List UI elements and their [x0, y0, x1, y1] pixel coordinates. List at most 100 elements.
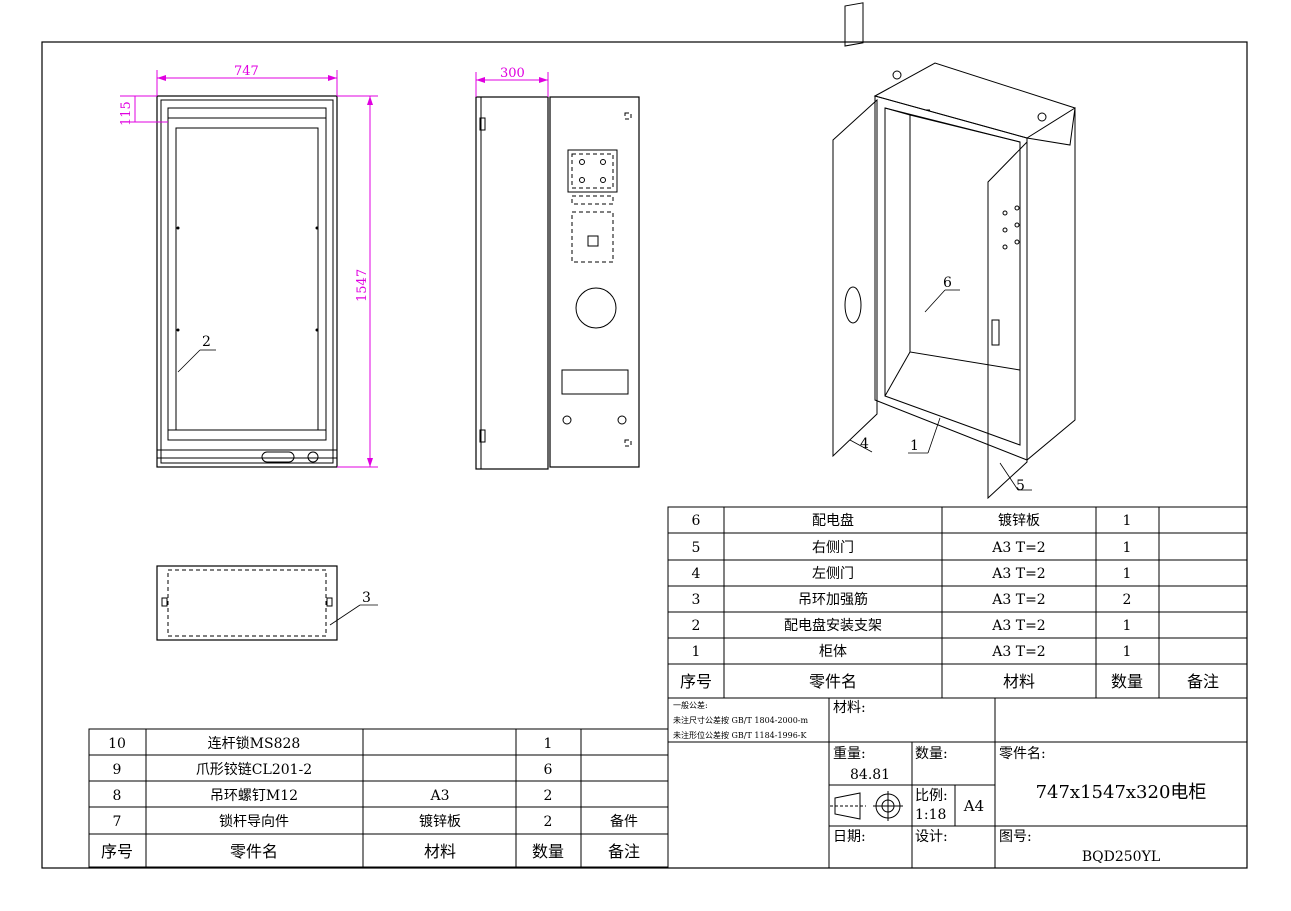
- svg-text:吊环螺钉M12: 吊环螺钉M12: [210, 788, 298, 804]
- dim-height-label: 1547: [355, 269, 370, 302]
- svg-text:6: 6: [692, 513, 701, 529]
- callout-5: 5: [1016, 478, 1025, 494]
- svg-text:镀锌板: 镀锌板: [419, 813, 461, 830]
- svg-text:备件: 备件: [610, 813, 638, 830]
- svg-text:左侧门: 左侧门: [812, 566, 854, 582]
- svg-text:序号: 序号: [680, 672, 712, 691]
- tolerance-line1: 未注尺寸公差按 GB/T 1804-2000-m: [673, 715, 809, 725]
- parts-lower-row: 8 吊环螺钉M12 A3 2: [113, 788, 553, 804]
- callout-3: 3: [362, 590, 371, 606]
- callout-1: 1: [910, 438, 919, 454]
- material-label: 材料:: [833, 700, 866, 716]
- parts-lower-row: 10 连杆锁MS828 1: [108, 736, 552, 752]
- parts-upper-row: 6 配电盘 镀锌板 1: [692, 512, 1132, 529]
- svg-text:A3 T=2: A3 T=2: [991, 618, 1045, 634]
- svg-text:8: 8: [113, 788, 122, 804]
- tolerance-title: 一般公差:: [673, 700, 708, 710]
- svg-text:6: 6: [544, 762, 553, 778]
- paper-size: A4: [963, 797, 984, 815]
- parts-upper-header: 序号 零件名 材料 数量 备注: [680, 672, 1219, 691]
- dim-top: [120, 95, 168, 123]
- svg-text:备注: 备注: [608, 842, 640, 861]
- dim-depth: [475, 72, 549, 97]
- svg-text:数量: 数量: [1111, 672, 1143, 691]
- svg-text:9: 9: [113, 762, 122, 778]
- svg-text:材料: 材料: [424, 842, 456, 861]
- svg-text:2: 2: [692, 618, 701, 634]
- svg-text:1: 1: [692, 644, 701, 660]
- svg-text:1: 1: [1123, 644, 1132, 660]
- svg-text:A3 T=2: A3 T=2: [991, 566, 1045, 582]
- dim-top-label: 115: [119, 101, 134, 126]
- top-view: [156, 565, 378, 641]
- svg-text:序号: 序号: [101, 842, 133, 861]
- parts-lower-row: 7 锁杆导向件 镀锌板 2 备件: [113, 813, 638, 830]
- svg-text:2: 2: [544, 814, 553, 830]
- svg-text:A3 T=2: A3 T=2: [991, 644, 1045, 660]
- svg-text:镀锌板: 镀锌板: [998, 512, 1040, 529]
- dim-depth-label: 300: [500, 66, 525, 81]
- drawing-no-label: 图号:: [999, 829, 1032, 845]
- title-block: [667, 697, 1248, 869]
- projection-symbol: [830, 791, 903, 821]
- svg-text:吊环加强筋: 吊环加强筋: [798, 591, 868, 608]
- design-label: 设计:: [915, 829, 948, 845]
- drawing-no-value: BQD250YL: [1082, 849, 1160, 865]
- svg-text:A3 T=2: A3 T=2: [991, 540, 1045, 556]
- part-name-label: 零件名:: [999, 746, 1046, 762]
- svg-text:零件名: 零件名: [230, 842, 278, 861]
- svg-text:备注: 备注: [1187, 672, 1219, 691]
- svg-text:柜体: 柜体: [819, 644, 847, 660]
- tolerance-line2: 未注形位公差按 GB/T 1184-1996-K: [673, 730, 808, 740]
- svg-text:3: 3: [692, 592, 701, 608]
- dim-width-label: 747: [234, 64, 259, 79]
- svg-text:1: 1: [1123, 540, 1132, 556]
- svg-text:1: 1: [1123, 566, 1132, 582]
- callout-2: 2: [202, 334, 211, 350]
- svg-text:7: 7: [113, 814, 122, 830]
- dim-width: [156, 70, 338, 96]
- svg-text:配电盘安装支架: 配电盘安装支架: [784, 617, 882, 634]
- isometric-view: [832, 2, 1076, 500]
- drawing-border: [41, 41, 1248, 869]
- part-name-value: 747x1547x320电柜: [1036, 782, 1207, 803]
- door-view: [549, 96, 640, 468]
- svg-text:10: 10: [108, 736, 126, 752]
- parts-upper-row: 1 柜体 A3 T=2 1: [692, 644, 1132, 660]
- callout-4: 4: [860, 436, 869, 452]
- side-view: [475, 96, 549, 470]
- svg-text:1: 1: [1123, 513, 1132, 529]
- svg-text:4: 4: [692, 566, 701, 582]
- weight-label: 重量:: [833, 746, 866, 762]
- date-label: 日期:: [833, 829, 866, 845]
- front-view: [156, 95, 338, 468]
- svg-text:材料: 材料: [1003, 672, 1035, 691]
- parts-upper-row: 5 右侧门 A3 T=2 1: [692, 540, 1132, 556]
- scale-value: 1:18: [915, 807, 946, 823]
- callout-6: 6: [943, 275, 952, 291]
- quantity-label: 数量:: [915, 746, 948, 762]
- parts-lower-row: 9 爪形铰链CL201-2 6: [113, 762, 553, 778]
- svg-text:2: 2: [1123, 592, 1132, 608]
- svg-text:锁杆导向件: 锁杆导向件: [219, 814, 289, 830]
- parts-upper-row: 4 左侧门 A3 T=2 1: [692, 566, 1132, 582]
- svg-text:1: 1: [1123, 618, 1132, 634]
- svg-text:2: 2: [544, 788, 553, 804]
- svg-text:零件名: 零件名: [809, 672, 857, 691]
- parts-upper-row: 2 配电盘安装支架 A3 T=2 1: [692, 617, 1132, 634]
- svg-text:A3 T=2: A3 T=2: [991, 592, 1045, 608]
- dim-height: [337, 95, 378, 468]
- parts-table-lower: [88, 728, 669, 868]
- scale-label: 比例:: [915, 788, 948, 804]
- svg-text:A3: A3: [429, 788, 449, 804]
- svg-text:1: 1: [544, 736, 553, 752]
- svg-text:配电盘: 配电盘: [812, 512, 854, 529]
- svg-text:数量: 数量: [532, 842, 564, 861]
- parts-lower-header: 序号 零件名 材料 数量 备注: [101, 842, 640, 861]
- svg-text:5: 5: [692, 540, 701, 556]
- weight-value: 84.81: [850, 767, 890, 783]
- svg-text:右侧门: 右侧门: [812, 540, 854, 556]
- svg-text:连杆锁MS828: 连杆锁MS828: [208, 736, 301, 752]
- parts-table-upper: [667, 506, 1248, 699]
- svg-text:爪形铰链CL201-2: 爪形铰链CL201-2: [196, 762, 312, 778]
